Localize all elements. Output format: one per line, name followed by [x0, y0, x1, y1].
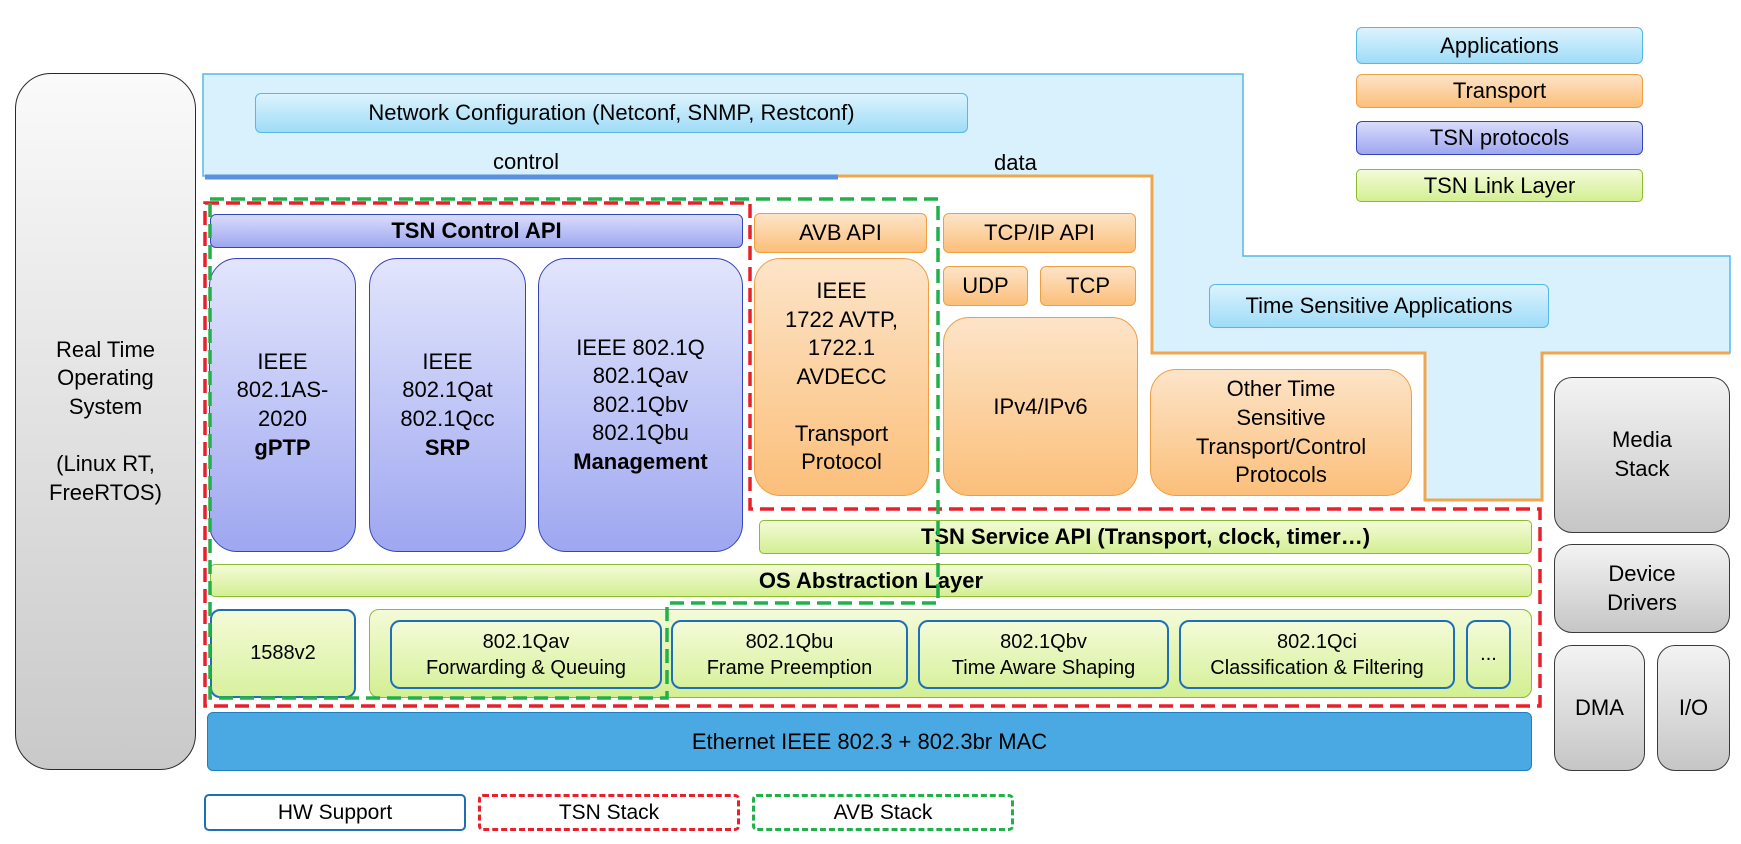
ip-block: IPv4/IPv6	[943, 317, 1138, 496]
srp-block: IEEE 802.1Qat 802.1Qcc SRP	[369, 258, 526, 552]
control-label: control	[493, 149, 560, 174]
srp-title: SRP	[424, 434, 471, 460]
legend-tsn-link-layer-label: TSN Link Layer	[1423, 172, 1576, 198]
hw-qbv: 802.1Qbv Time Aware Shaping	[918, 620, 1169, 689]
legend-tsn-stack-label: TSN Stack	[558, 800, 660, 824]
hw-qbu: 802.1Qbu Frame Preemption	[671, 620, 908, 689]
tcpip-api-label: TCP/IP API	[984, 220, 1095, 245]
gptp-block: IEEE 802.1AS- 2020 gPTP	[209, 258, 356, 552]
device-drivers-label: Device Drivers	[1607, 560, 1677, 615]
rtos-block: Real Time Operating System (Linux RT, Fr…	[15, 73, 196, 770]
legend-tsn-protocols-label: TSN protocols	[1429, 125, 1570, 150]
os-abstraction-label: OS Abstraction Layer	[758, 567, 984, 593]
hw-more: ...	[1466, 620, 1511, 689]
legend-applications: Applications	[1356, 27, 1643, 64]
time-sensitive-apps-block: Time Sensitive Applications	[1209, 284, 1549, 328]
gptp-label: IEEE 802.1AS- 2020	[236, 348, 329, 431]
srp-label: IEEE 802.1Qat 802.1Qcc	[400, 348, 495, 431]
network-config-label: Network Configuration (Netconf, SNMP, Re…	[368, 100, 855, 125]
legend-tsn-protocols: TSN protocols	[1356, 121, 1643, 155]
dma-block: DMA	[1554, 645, 1645, 771]
tsn-control-api-label: TSN Control API	[391, 218, 562, 243]
hw-1588v2-label: 1588v2	[250, 642, 316, 664]
avtp-block: IEEE 1722 AVTP, 1722.1 AVDECC Transport …	[754, 258, 929, 496]
device-drivers: Device Drivers	[1554, 544, 1730, 633]
hw-qbv-label: 802.1Qbv Time Aware Shaping	[951, 630, 1136, 679]
tsn-service-api: TSN Service API (Transport, clock, timer…	[759, 520, 1532, 554]
io-label: I/O	[1678, 695, 1709, 720]
legend-hw-support: HW Support	[204, 794, 466, 831]
udp-block: UDP	[943, 266, 1028, 306]
hw-qav-label: 802.1Qav Forwarding & Queuing	[425, 630, 627, 679]
media-stack: Media Stack	[1554, 377, 1730, 533]
avb-api-label: AVB API	[799, 220, 882, 245]
time-sensitive-apps-label: Time Sensitive Applications	[1245, 293, 1513, 318]
legend-hw-support-label: HW Support	[277, 800, 393, 824]
tsn-service-api-label: TSN Service API (Transport, clock, timer…	[920, 524, 1371, 549]
data-label: data	[994, 150, 1037, 175]
ip-label: IPv4/IPv6	[993, 393, 1088, 419]
management-title: Management	[573, 448, 708, 474]
avtp-label: IEEE 1722 AVTP, 1722.1 AVDECC Transport …	[785, 277, 898, 475]
legend-applications-label: Applications	[1440, 32, 1559, 58]
legend-tsn-link-layer: TSN Link Layer	[1356, 169, 1643, 202]
hw-qci: 802.1Qci Classification & Filtering	[1179, 620, 1455, 689]
ethernet-mac: Ethernet IEEE 802.3 + 802.3br MAC	[207, 712, 1532, 771]
hw-more-label: ...	[1480, 643, 1497, 665]
other-protocols-block: Other Time Sensitive Transport/Control P…	[1150, 369, 1412, 496]
tcp-label: TCP	[1066, 273, 1110, 298]
management-block: IEEE 802.1Q 802.1Qav 802.1Qbv 802.1Qbu M…	[538, 258, 743, 552]
dma-label: DMA	[1575, 695, 1624, 720]
management-label: IEEE 802.1Q 802.1Qav 802.1Qbv 802.1Qbu	[576, 334, 705, 446]
io-block: I/O	[1657, 645, 1730, 771]
network-config-block: Network Configuration (Netconf, SNMP, Re…	[255, 93, 968, 133]
hw-qci-label: 802.1Qci Classification & Filtering	[1210, 630, 1424, 679]
ethernet-label: Ethernet IEEE 802.3 + 802.3br MAC	[691, 728, 1048, 754]
legend-avb-stack-label: AVB Stack	[833, 800, 933, 824]
os-abstraction-layer: OS Abstraction Layer	[210, 564, 1532, 597]
legend-tsn-stack: TSN Stack	[478, 794, 740, 831]
legend-transport: Transport	[1356, 74, 1643, 108]
gptp-title: gPTP	[254, 434, 311, 460]
media-stack-label: Media Stack	[1612, 427, 1672, 481]
tsn-control-api: TSN Control API	[210, 214, 743, 248]
rtos-label: Real Time Operating System (Linux RT, Fr…	[49, 336, 162, 505]
legend-transport-label: Transport	[1452, 78, 1547, 103]
hw-qav: 802.1Qav Forwarding & Queuing	[390, 620, 662, 689]
hw-qbu-label: 802.1Qbu Frame Preemption	[706, 630, 873, 679]
tcp-block: TCP	[1040, 266, 1136, 306]
legend-avb-stack: AVB Stack	[752, 794, 1014, 831]
other-protocols-label: Other Time Sensitive Transport/Control P…	[1195, 376, 1367, 488]
tcpip-api: TCP/IP API	[943, 213, 1136, 253]
avb-api: AVB API	[754, 213, 927, 253]
hw-1588v2: 1588v2	[210, 609, 356, 698]
udp-label: UDP	[962, 273, 1009, 298]
